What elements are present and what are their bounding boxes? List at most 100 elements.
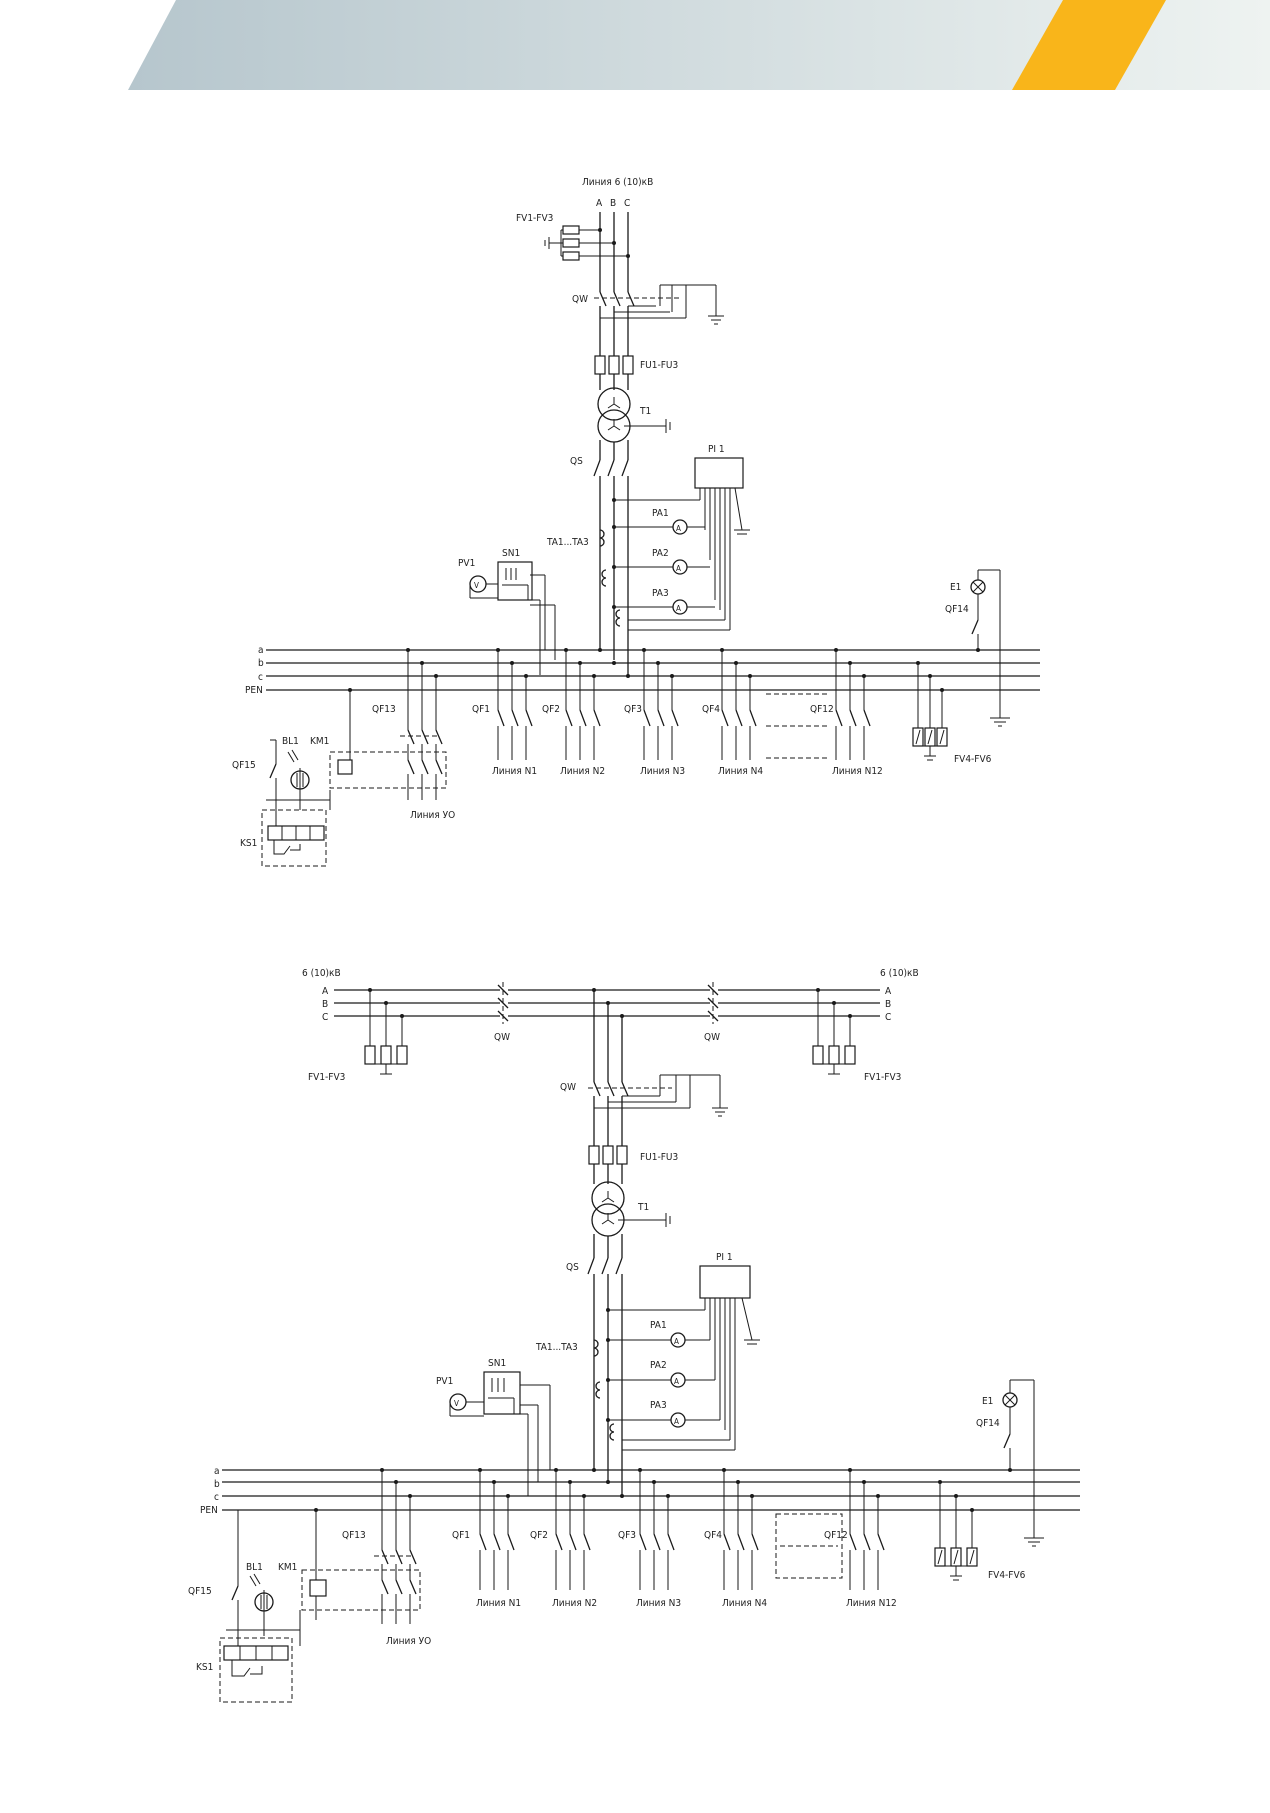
svg-text:PA3: PA3 [650, 1400, 667, 1411]
surge-arresters-fv1-fv3: FV1-FV3 [516, 213, 630, 261]
svg-text:b: b [258, 658, 264, 669]
feeder-qf1: QF1 Линия N1 [472, 648, 537, 777]
phase-a: A [596, 198, 603, 209]
svg-text:QF3: QF3 [618, 1530, 636, 1541]
voltmeter-pv1: PV1 V [458, 558, 500, 599]
feeder-qf1: QF1 Линия N1 [452, 1468, 521, 1609]
svg-text:E1: E1 [982, 1396, 993, 1407]
svg-text:QF3: QF3 [624, 704, 642, 715]
incoming-phases [599, 212, 629, 292]
svg-text:FV1-FV3: FV1-FV3 [308, 1072, 345, 1083]
energy-meter-pi1: PI 1 [694, 444, 750, 630]
svg-text:c: c [258, 672, 263, 683]
feeder-qf12: QF12 Линия N12 [824, 1468, 897, 1609]
svg-text:A: A [885, 986, 892, 997]
svg-text:A: A [676, 604, 681, 613]
left-feed-title: 6 (10)кВ [302, 968, 341, 979]
svg-text:QF14: QF14 [945, 604, 969, 615]
svg-text:QS: QS [566, 1262, 579, 1273]
svg-text:PV1: PV1 [458, 558, 475, 569]
svg-text:QF15: QF15 [232, 760, 256, 771]
phase-c: C [624, 198, 630, 209]
svg-text:QF14: QF14 [976, 1418, 1000, 1429]
voltage-switch-sn1: SN1 [497, 548, 556, 675]
svg-text:FV1-FV3: FV1-FV3 [516, 213, 553, 224]
svg-text:QW: QW [560, 1082, 576, 1093]
svg-text:B: B [322, 999, 328, 1010]
lighting-e1-qf14: E1 QF14 [945, 569, 1010, 727]
svg-text:C: C [322, 1012, 328, 1023]
svg-text:QF1: QF1 [472, 704, 490, 715]
svg-text:QF4: QF4 [702, 704, 720, 715]
outdoor-lighting-group: QF13 Линия УО KM1 BL1 QF15 [188, 1468, 431, 1703]
energy-meter-pi1: PI 1 [699, 1252, 760, 1450]
svg-text:QF12: QF12 [824, 1530, 848, 1541]
header-banner [128, 0, 1270, 90]
svg-text:QF2: QF2 [542, 704, 560, 715]
svg-text:Линия N2: Линия N2 [552, 1598, 597, 1609]
svg-text:A: A [676, 564, 681, 573]
feeder-qf3: QF3 Линия N3 [624, 648, 685, 777]
svg-text:PA1: PA1 [652, 508, 669, 519]
banner-band [128, 0, 1270, 90]
svg-text:PA2: PA2 [650, 1360, 667, 1371]
svg-text:Линия N3: Линия N3 [636, 1598, 681, 1609]
svg-text:Линия N3: Линия N3 [640, 766, 685, 777]
line-title: Линия 6 (10)кВ [582, 177, 653, 188]
feeder-qf4: QF4 Линия N4 [704, 1468, 843, 1609]
svg-text:TA1...TA3: TA1...TA3 [535, 1342, 578, 1353]
svg-text:KS1: KS1 [196, 1662, 213, 1673]
svg-text:Линия N12: Линия N12 [832, 766, 883, 777]
load-break-switch-qw: QW [572, 284, 724, 360]
svg-text:A: A [676, 524, 681, 533]
feeder-qf2: QF2 Линия N2 [542, 648, 605, 777]
hv-buses: QW QW [334, 982, 880, 1043]
svg-text:E1: E1 [950, 582, 961, 593]
outdoor-lighting-group: QF13 Линия УО KM1 BL1 QF15 [232, 648, 455, 867]
svg-text:QW: QW [704, 1032, 720, 1043]
svg-text:PA3: PA3 [652, 588, 669, 599]
svg-text:SN1: SN1 [488, 1358, 506, 1369]
disconnector-qs: QS [570, 456, 629, 675]
svg-text:QS: QS [570, 456, 583, 467]
svg-text:QW: QW [572, 294, 588, 305]
svg-text:PI 1: PI 1 [716, 1252, 733, 1263]
svg-text:BL1: BL1 [246, 1562, 263, 1573]
diagram-top-single-feed: Линия 6 (10)кВ A B C FV1-FV3 QW [232, 177, 1040, 867]
current-transformers-ta: TA1...TA3 [535, 1339, 615, 1441]
svg-text:FU1-FU3: FU1-FU3 [640, 360, 678, 371]
svg-text:A: A [674, 1377, 679, 1386]
svg-text:FV1-FV3: FV1-FV3 [864, 1072, 901, 1083]
svg-text:Линия УО: Линия УО [386, 1636, 431, 1647]
svg-text:SN1: SN1 [502, 548, 520, 559]
svg-text:T1: T1 [639, 406, 651, 417]
svg-text:QF13: QF13 [342, 1530, 366, 1541]
svg-text:PI 1: PI 1 [708, 444, 725, 455]
feeder-qf12: QF12 Линия N12 [810, 648, 883, 777]
surge-arresters-fv4-fv6: FV4-FV6 [912, 661, 992, 765]
busbars: a b c PEN [200, 1466, 1080, 1516]
svg-text:Линия N2: Линия N2 [560, 766, 605, 777]
svg-text:Линия УО: Линия УО [410, 810, 455, 821]
svg-text:PA1: PA1 [650, 1320, 667, 1331]
voltage-switch-sn1: SN1 [483, 1358, 551, 1496]
surge-arresters-fv4-fv6: FV4-FV6 [934, 1480, 1026, 1581]
svg-text:Линия N12: Линия N12 [846, 1598, 897, 1609]
svg-text:KM1: KM1 [310, 736, 329, 747]
svg-text:a: a [258, 645, 264, 656]
svg-text:A: A [322, 986, 329, 997]
svg-text:V: V [454, 1399, 459, 1408]
svg-text:c: c [214, 1492, 219, 1503]
svg-text:T1: T1 [637, 1202, 649, 1213]
svg-text:PEN: PEN [200, 1505, 218, 1516]
banner-accent [1012, 0, 1166, 90]
svg-text:QF4: QF4 [704, 1530, 722, 1541]
voltmeter-pv1: PV1 V [436, 1376, 484, 1417]
svg-text:FV4-FV6: FV4-FV6 [954, 754, 992, 765]
svg-text:BL1: BL1 [282, 736, 299, 747]
current-transformers-ta: TA1...TA3 [546, 529, 621, 627]
svg-text:PA2: PA2 [652, 548, 669, 559]
ammeters-pa: PA1 PA2 PA3 A A A [612, 498, 730, 631]
svg-text:TA1...TA3: TA1...TA3 [546, 537, 589, 548]
svg-text:QF2: QF2 [530, 1530, 548, 1541]
